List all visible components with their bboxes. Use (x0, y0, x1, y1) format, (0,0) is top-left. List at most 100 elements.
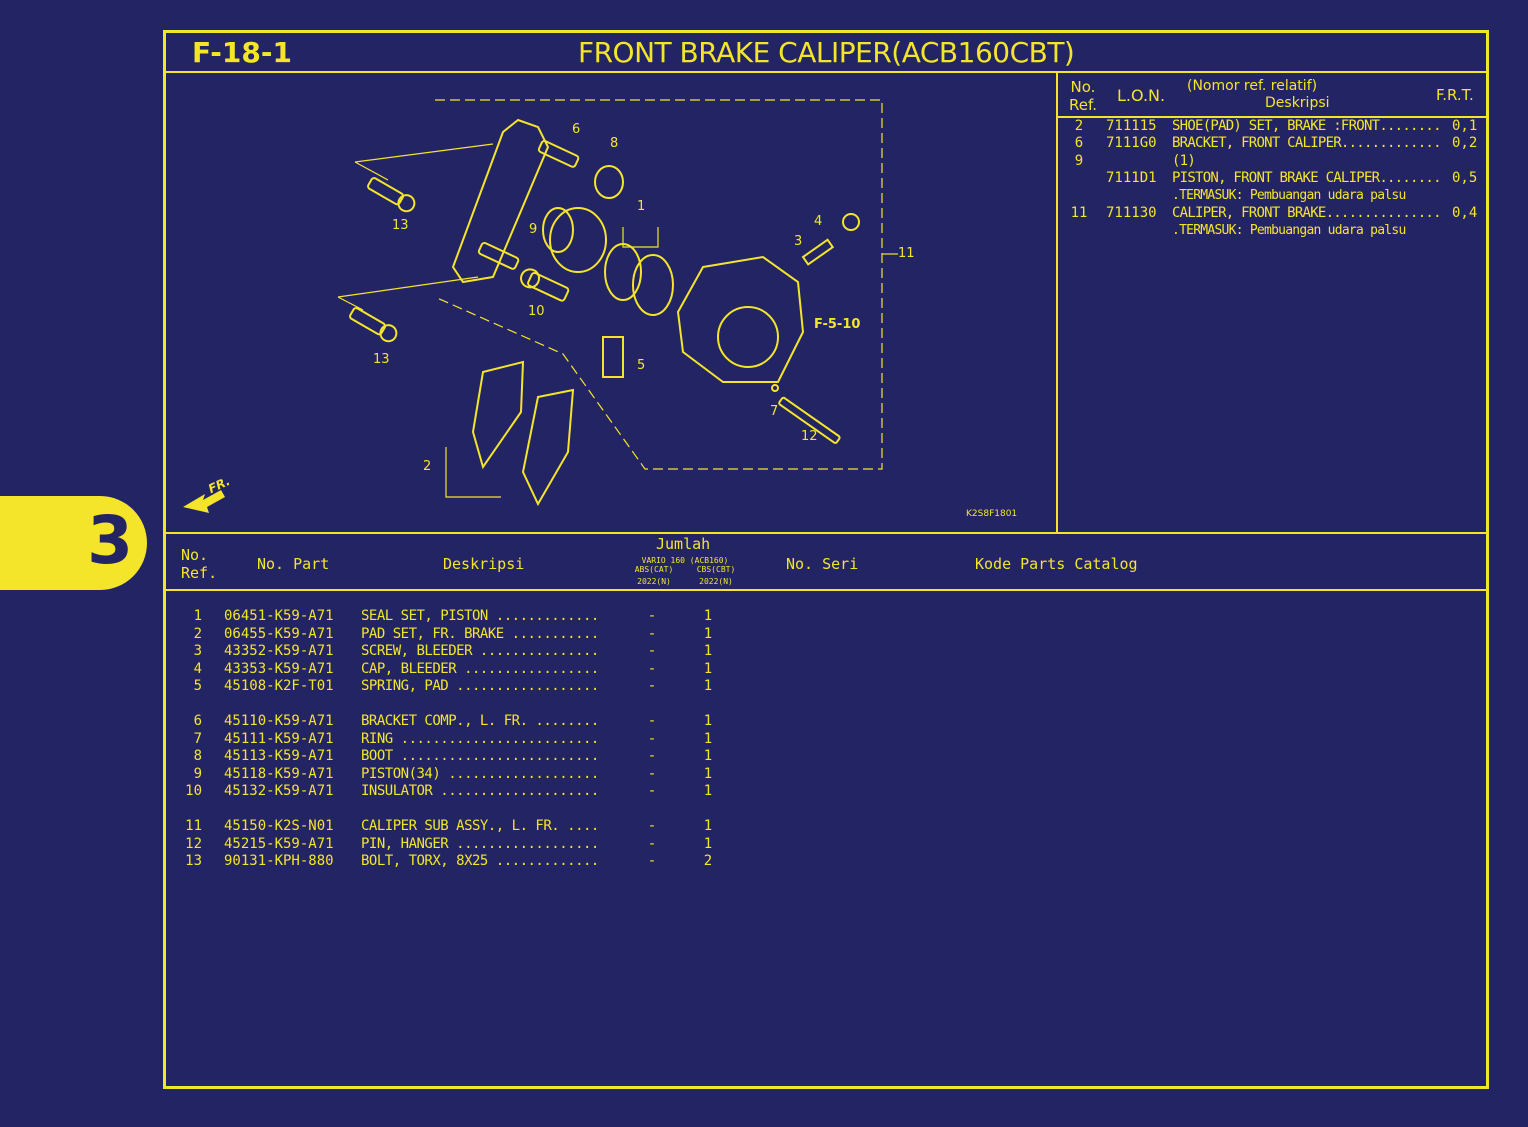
part-abs: - (647, 713, 657, 729)
frt-desc: CALIPER, FRONT BRAKE............... (1172, 204, 1442, 221)
part-cbs: 1 (703, 643, 713, 659)
model-label: VARIO 160 (ACB160) (641, 556, 729, 565)
part-part: 43352-K59-A71 (224, 643, 334, 659)
part-abs: - (647, 608, 657, 624)
part-ref: 6 (193, 713, 202, 729)
frt-frt: 0,4 (1452, 204, 1478, 221)
part-abs: - (647, 678, 657, 694)
part-abs: - (647, 783, 657, 799)
callout-13: 13 (392, 218, 409, 233)
section-number: 3 (87, 502, 133, 579)
callout-3: 3 (794, 234, 803, 249)
part-desc: SCREW, BLEEDER ............... (361, 643, 599, 659)
callout-1: 1 (637, 199, 646, 214)
part-cbs: 1 (703, 765, 713, 782)
exploded-diagram (183, 99, 898, 513)
part-ref: 5 (193, 678, 202, 694)
parts-row[interactable]: 3 43352-K59-A71 SCREW, BLEEDER ...........… (180, 643, 740, 661)
callout-2: 2 (423, 459, 432, 474)
part-ref: 2 (193, 625, 202, 642)
part-abs: - (647, 818, 657, 834)
parts-row[interactable]: 5 45108-K2F-T01 SPRING, PAD ..............… (180, 678, 740, 696)
part-desc: BOLT, TORX, 8X25 ............. (361, 853, 599, 869)
reference-f-5-10[interactable]: F-5-10 (814, 317, 861, 332)
figure-code: F-18-1 (192, 36, 292, 69)
part-abs: - (647, 748, 657, 764)
part-abs: - (647, 660, 657, 677)
frt-desc: BRACKET, FRONT CALIPER............. (1172, 135, 1442, 152)
part-cbs: 1 (703, 748, 713, 764)
part-cbs: 1 (703, 625, 713, 642)
part-ref: 3 (193, 643, 202, 659)
catalog-frame (163, 30, 1489, 1089)
parts-header-serial: No. Seri (786, 555, 859, 573)
part-part: 06451-K59-A71 (224, 608, 334, 624)
parts-row[interactable]: 4 43353-K59-A71 CAP, BLEEDER .............… (180, 661, 740, 679)
frt-header-desc: Deskripsi (1265, 95, 1330, 111)
part-cbs: 1 (703, 678, 713, 694)
abs-year-label: 2022(N) (637, 577, 671, 586)
section-tab[interactable]: 3 (0, 496, 147, 590)
part-desc: CAP, BLEEDER ................. (361, 660, 599, 677)
frt-ref: 9 (1074, 152, 1084, 169)
frt-desc: .TERMASUK: Pembuangan udara palsu (1172, 188, 1406, 204)
divider (1057, 116, 1487, 118)
part-ref: 1 (193, 608, 202, 624)
frt-desc: (1) (1172, 152, 1196, 169)
parts-header-catalog: Kode Parts Catalog (975, 555, 1138, 573)
part-ref: 12 (185, 835, 202, 852)
part-ref: 9 (193, 765, 202, 782)
parts-header-desc: Deskripsi (443, 555, 525, 573)
callout-10: 10 (528, 304, 545, 319)
frt-lon: 7111G0 (1106, 135, 1157, 152)
part-part: 06455-K59-A71 (224, 625, 334, 642)
part-desc: SPRING, PAD .................. (361, 678, 599, 694)
part-ref: 7 (193, 730, 202, 747)
part-ref: 10 (185, 783, 202, 799)
part-cbs: 1 (703, 818, 713, 834)
frt-ref: 2 (1074, 118, 1084, 134)
parts-header-part: No. Part (257, 555, 330, 573)
callout-13: 13 (373, 352, 390, 367)
frt-header-ref: No. Ref. (1069, 78, 1097, 114)
part-part: 45118-K59-A71 (224, 765, 334, 782)
part-abs: - (647, 730, 657, 747)
part-abs: - (647, 765, 657, 782)
part-cbs: 1 (703, 783, 713, 799)
page-title: FRONT BRAKE CALIPER(ACB160CBT) (578, 36, 1075, 69)
part-abs: - (647, 643, 657, 659)
part-part: 90131-KPH-880 (224, 853, 334, 869)
part-ref: 4 (193, 660, 202, 677)
callout-11: 11 (898, 246, 915, 261)
part-part: 45110-K59-A71 (224, 713, 334, 729)
drawing-code: K2S8F1801 (966, 509, 1018, 519)
part-cbs: 1 (703, 713, 713, 729)
frt-lon: 711115 (1106, 118, 1157, 134)
part-part: 45132-K59-A71 (224, 783, 334, 799)
part-part: 45108-K2F-T01 (224, 678, 334, 694)
cbs-year-label: 2022(N) (699, 577, 733, 586)
frt-header-frt: F.R.T. (1436, 86, 1474, 104)
part-ref: 8 (193, 748, 202, 764)
part-cbs: 1 (703, 608, 713, 624)
divider (163, 589, 1487, 591)
callout-5: 5 (637, 358, 646, 373)
frt-ref: 11 (1070, 204, 1088, 221)
part-abs: - (647, 835, 657, 852)
divider (1056, 72, 1058, 533)
part-cbs: 1 (703, 835, 713, 852)
parts-header-qty: Jumlah (656, 535, 711, 553)
part-desc: INSULATOR .................... (361, 783, 599, 799)
frt-frt: 0,1 (1452, 118, 1478, 134)
parts-row[interactable]: 10 45132-K59-A71 INSULATOR ...............… (180, 783, 740, 801)
part-part: 43353-K59-A71 (224, 660, 334, 677)
